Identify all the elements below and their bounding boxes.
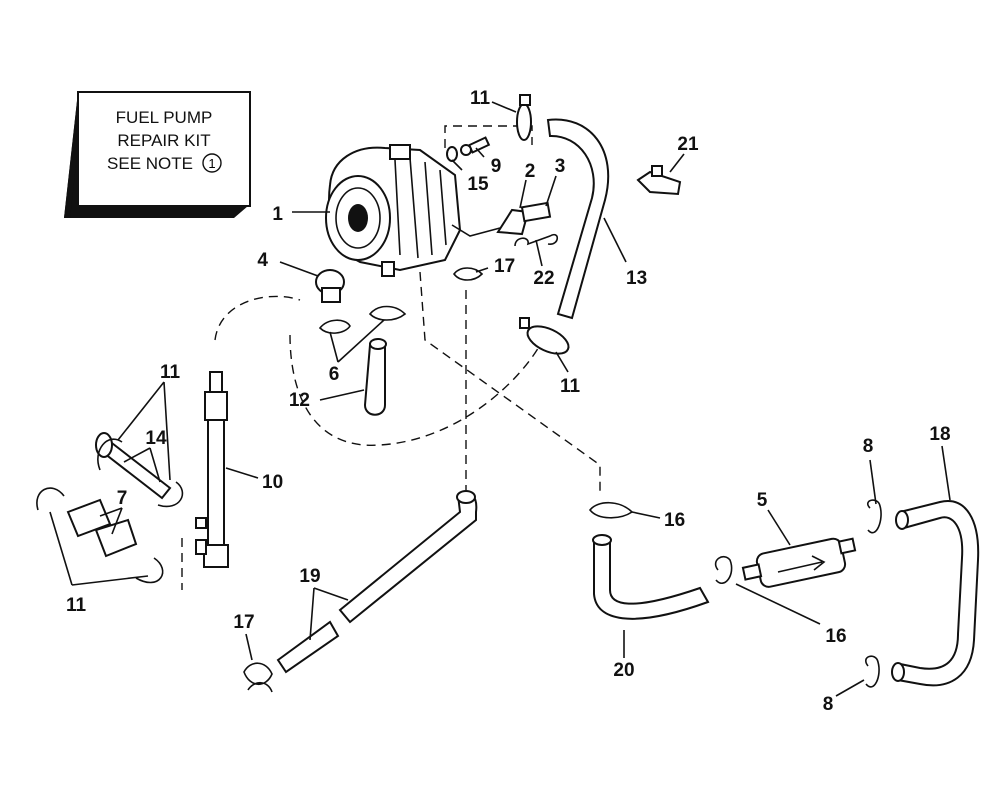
tee-fitting-part-21 <box>636 165 682 196</box>
callout-4: 4 <box>257 250 268 271</box>
callout-1: 1 <box>272 204 283 225</box>
callout-16-upper: 16 <box>664 510 685 531</box>
callout-16-lower: 16 <box>825 626 846 647</box>
screw-part-9 <box>460 136 491 156</box>
clip-part-8-lower <box>865 655 880 688</box>
clip-part-17-top <box>452 267 484 281</box>
hose-part-12 <box>363 344 386 416</box>
note-line-2: REPAIR KIT <box>117 131 210 150</box>
callout-13: 13 <box>626 268 647 289</box>
callout-20: 20 <box>613 660 634 681</box>
callout-9: 9 <box>491 156 502 177</box>
fuel-line-part-10 <box>195 371 229 568</box>
callout-7: 7 <box>117 488 128 509</box>
callout-18: 18 <box>929 424 950 445</box>
hose-part-20 <box>593 539 710 620</box>
callout-15: 15 <box>467 174 489 195</box>
repair-kit-note-box: FUEL PUMP REPAIR KIT SEE NOTE 1 <box>64 91 251 218</box>
clip-part-16-lower <box>714 555 733 584</box>
callout-3: 3 <box>555 156 566 177</box>
tube-part-14 <box>95 432 172 500</box>
sleeves-part-7 <box>66 498 138 558</box>
callout-labels: 1 2 3 4 5 6 7 8 8 9 10 11 11 11 11 12 13… <box>66 88 951 715</box>
hose-part-18 <box>896 500 980 687</box>
clip-part-17-bottom <box>243 662 273 693</box>
clip-part-16-upper <box>588 501 634 519</box>
clip-part-8-upper <box>867 499 882 534</box>
callout-11-right: 11 <box>560 376 581 397</box>
note-line-1: FUEL PUMP <box>116 108 213 127</box>
clips-part-6 <box>318 305 407 334</box>
callout-22: 22 <box>533 268 554 289</box>
fuel-filter-part-5 <box>741 537 857 588</box>
callout-21: 21 <box>677 134 699 155</box>
washer-part-15 <box>446 146 458 162</box>
clamps-part-11-lower-left <box>36 487 164 584</box>
hose-part-19 <box>338 491 478 624</box>
callout-11-top: 11 <box>470 88 491 109</box>
callout-11-left-upper: 11 <box>160 362 181 383</box>
leader-lines <box>49 101 951 697</box>
callout-17-lower: 17 <box>233 612 254 633</box>
callout-2: 2 <box>525 161 536 182</box>
callout-6: 6 <box>329 364 340 385</box>
dashed-routing-lines <box>181 125 601 590</box>
hose-part-13 <box>546 118 610 320</box>
clamp-part-11-right <box>519 317 570 355</box>
callout-5: 5 <box>757 490 768 511</box>
callout-8-upper: 8 <box>863 436 874 457</box>
callout-14: 14 <box>145 428 167 449</box>
note-ref-number: 1 <box>208 156 215 171</box>
callout-12: 12 <box>289 390 310 411</box>
callout-19: 19 <box>299 566 320 587</box>
callout-11-left-lower: 11 <box>66 595 87 616</box>
hose-part-19-short <box>276 620 340 674</box>
callout-17-upper: 17 <box>494 256 515 277</box>
fitting-part-2-3 <box>496 201 552 236</box>
note-line-3: SEE NOTE <box>107 154 193 173</box>
fuel-pump <box>325 144 501 277</box>
check-valve-part-4 <box>315 269 345 303</box>
clamp-part-11-top <box>516 94 532 141</box>
note-ref-circle <box>202 153 222 173</box>
callout-8-lower: 8 <box>823 694 834 715</box>
clip-part-22 <box>514 233 559 247</box>
callout-10: 10 <box>262 472 283 493</box>
